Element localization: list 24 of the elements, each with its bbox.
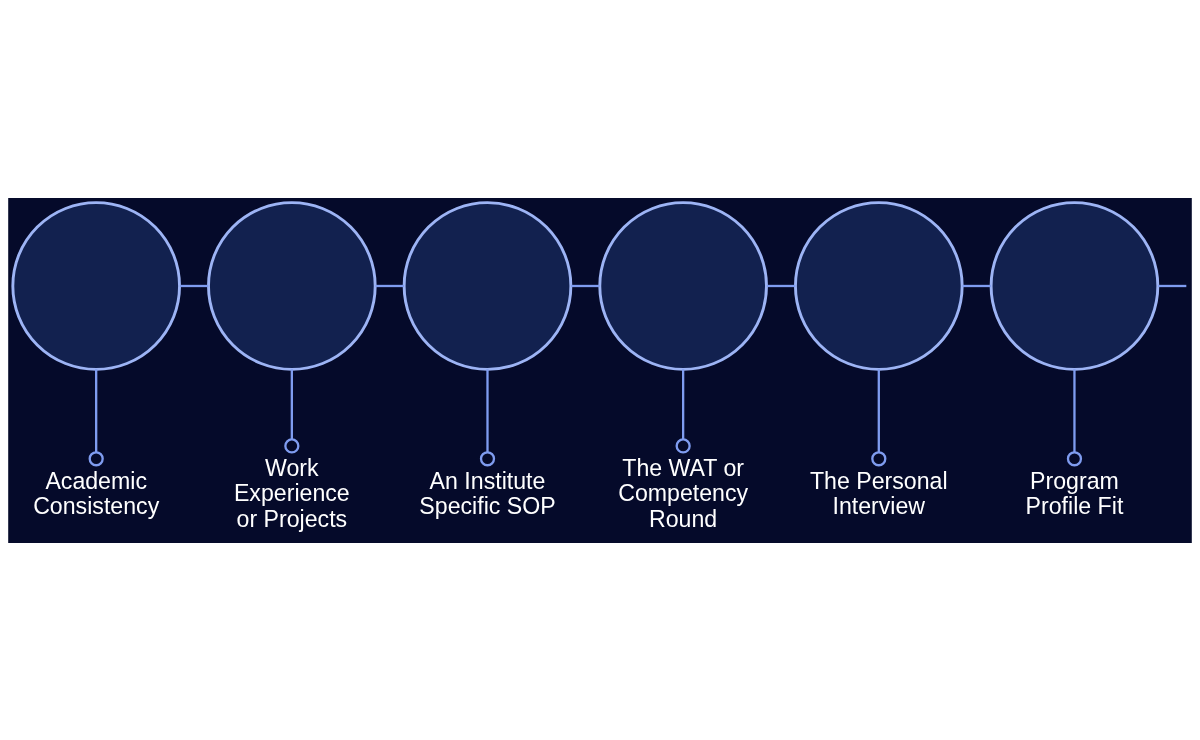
node-text: An Institute Specific SOP xyxy=(419,467,556,519)
node-circle xyxy=(11,200,181,371)
connector xyxy=(88,368,104,466)
node-text: Program Profile Fit xyxy=(1025,467,1124,519)
connector xyxy=(571,284,600,287)
node-circle xyxy=(989,200,1160,371)
connector xyxy=(375,284,404,287)
connector xyxy=(479,368,496,466)
connector xyxy=(1066,368,1083,466)
connector xyxy=(675,368,691,454)
connector xyxy=(766,284,796,287)
node-circle xyxy=(794,200,964,371)
node-text: The WAT or Competency Round xyxy=(618,454,749,532)
connector xyxy=(179,284,209,287)
node-text: Academic Consistency xyxy=(33,467,160,519)
node-circle xyxy=(207,200,377,371)
connector xyxy=(871,368,887,466)
node-text: Work Experience or Projects xyxy=(233,454,350,532)
node-circle xyxy=(598,200,768,371)
connector xyxy=(284,368,300,454)
node-text: The Personal Interview xyxy=(809,467,948,519)
connector xyxy=(962,284,991,287)
connector xyxy=(1158,284,1187,287)
node-circle xyxy=(402,200,573,371)
